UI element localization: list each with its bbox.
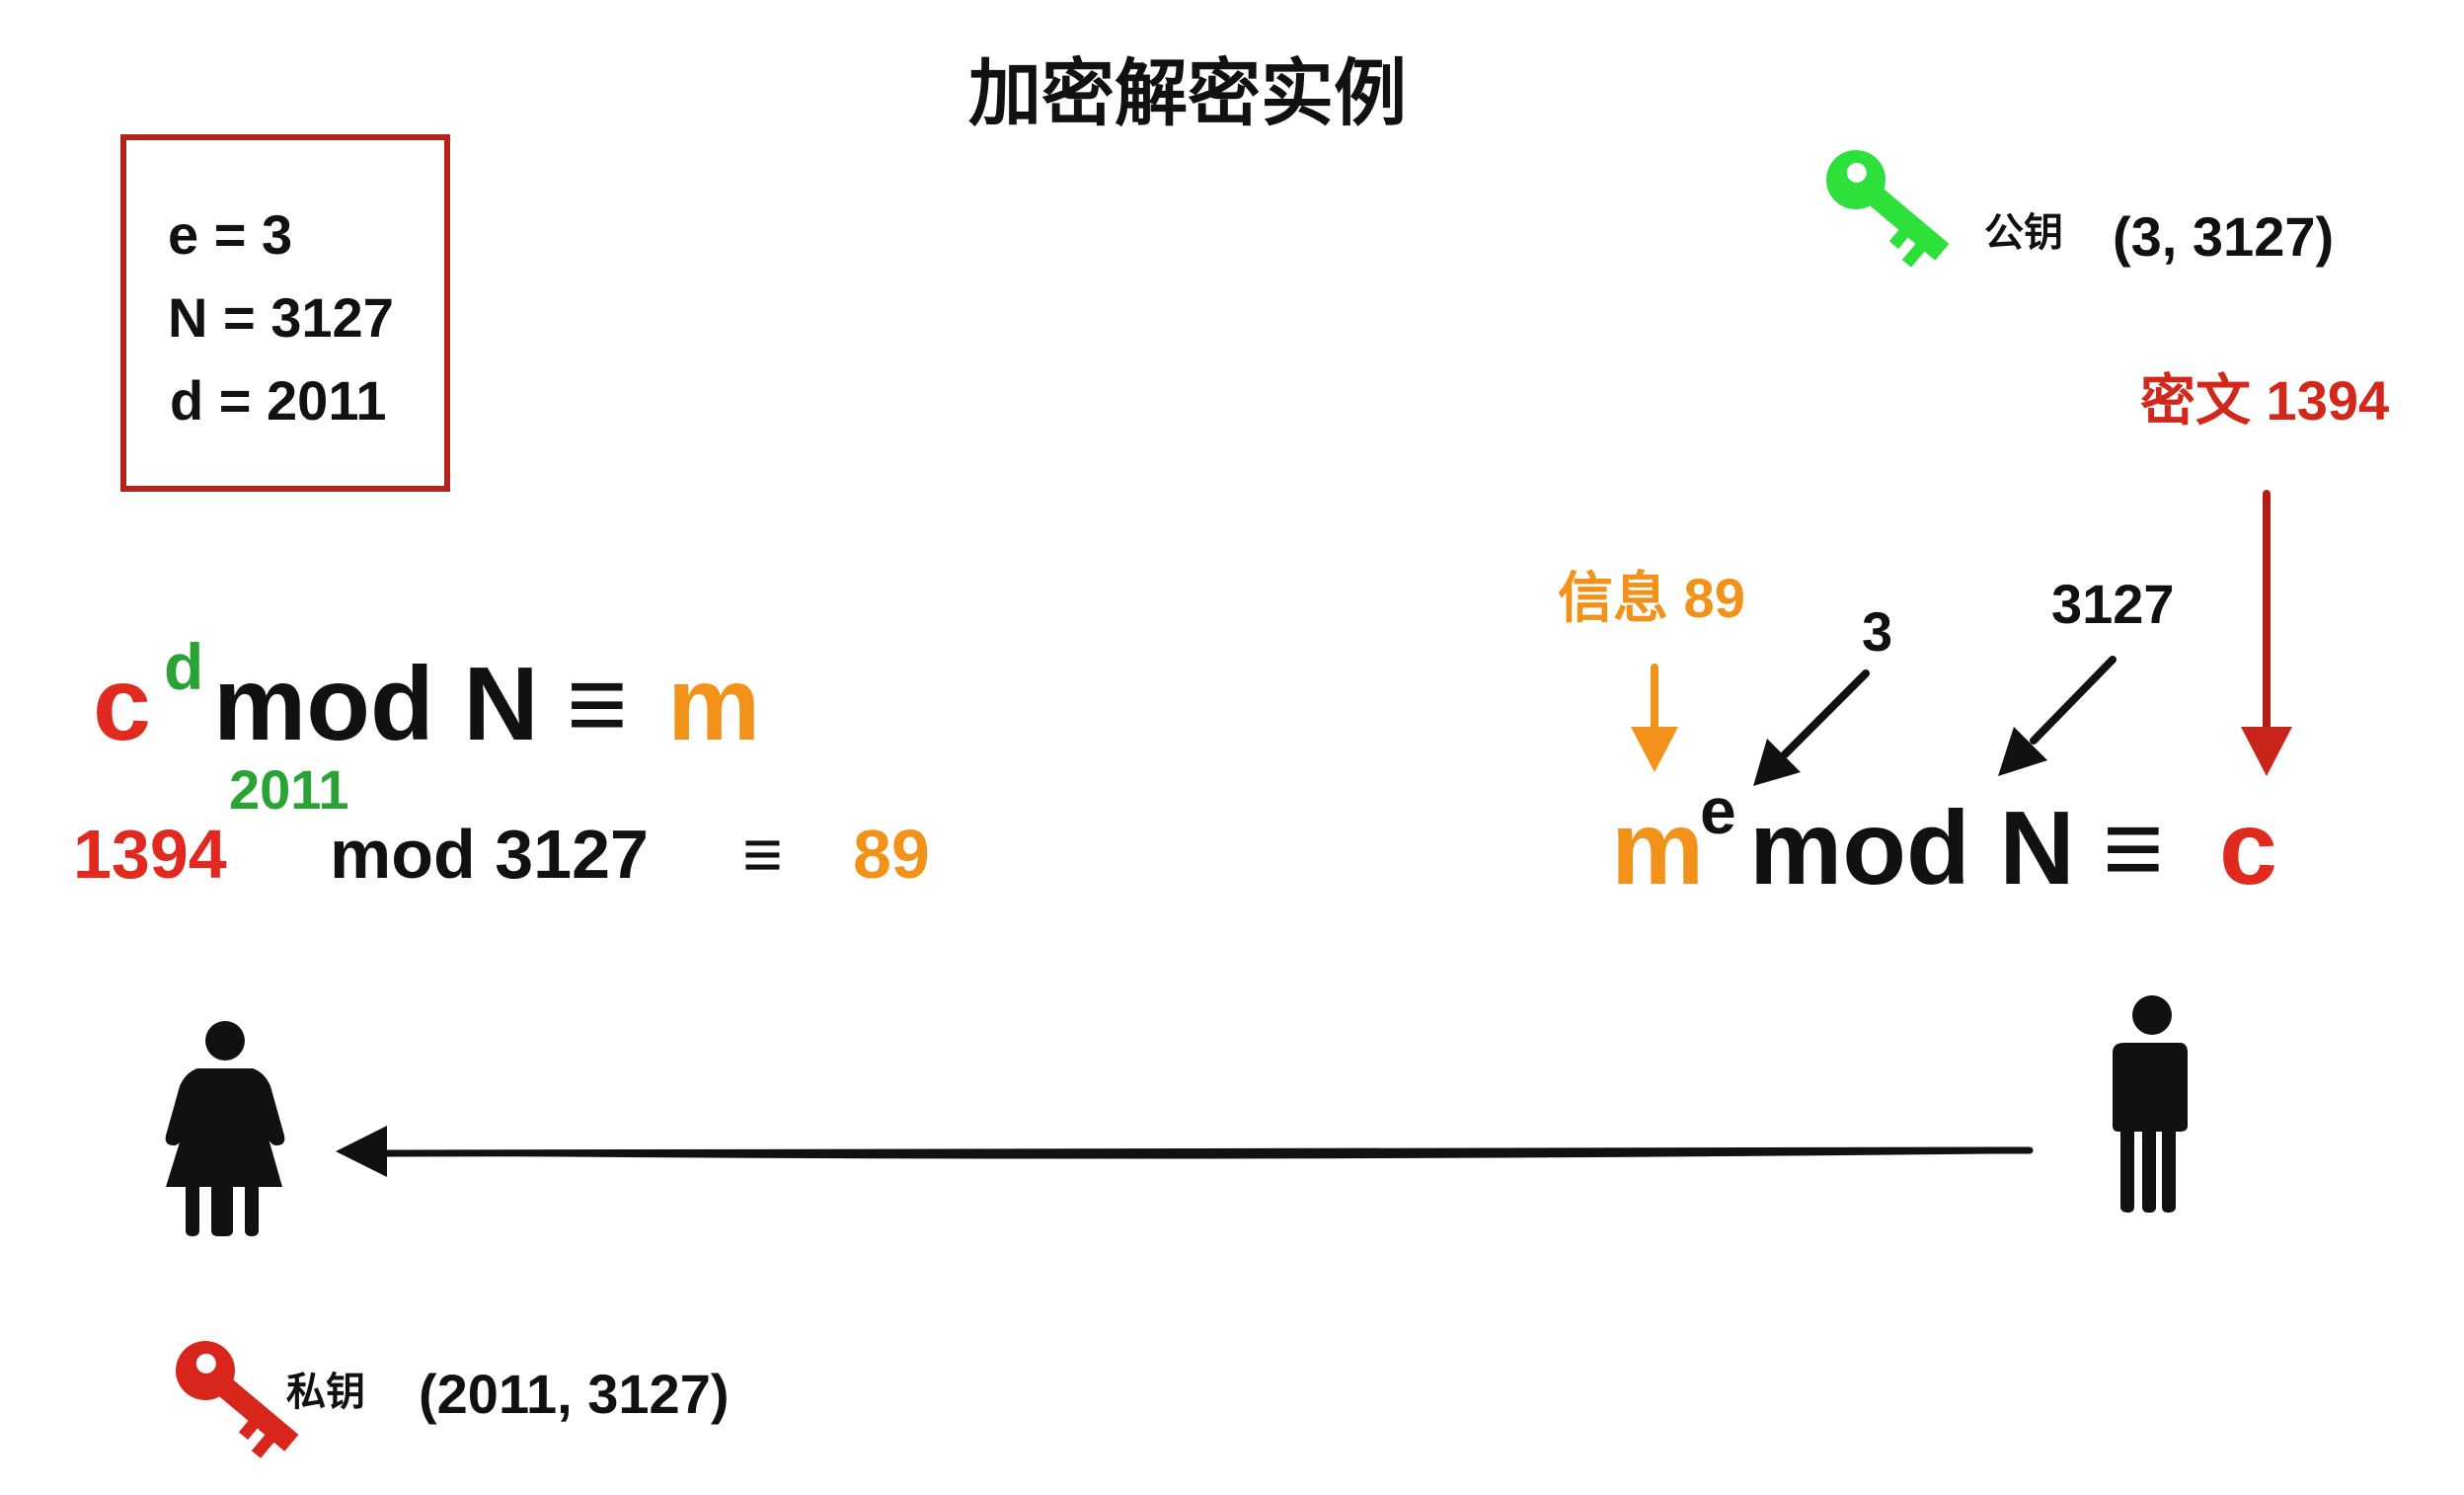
encrypt-formula-mod: mod N [1749,790,2075,906]
decrypt-formula-exponent: d [164,630,204,703]
public-key-icon [1826,150,1950,268]
decrypt-example-result: 89 [853,816,930,893]
param-d: d = 2011 [170,369,387,432]
decrypt-formula-result: m [667,646,761,762]
encrypt-formula-base: m [1611,790,1705,906]
public-key-value: (3, 3127) [2113,205,2335,268]
encrypt-formula-equiv: ≡ [2103,790,2164,906]
woman-figure-icon [165,1021,285,1236]
man-figure-icon [2113,995,2188,1213]
transmission-arrow [336,1126,2034,1177]
private-key-label: 私钥 [286,1371,365,1414]
decrypt-formula-base: c [93,646,151,762]
param-n: N = 3127 [168,286,394,349]
decrypt-formula-equiv: ≡ [567,646,628,762]
private-key-icon [176,1341,299,1458]
private-key-value: (2011, 3127) [419,1363,730,1425]
ciphertext-arrow [2241,490,2292,776]
message-arrow [1631,664,1678,772]
exponent-pointer-label: 3 [1862,600,1893,663]
encrypt-formula-result: c [2219,790,2277,906]
encrypt-formula-exponent: e [1700,774,1736,847]
public-key-label: 公钥 [1984,211,2063,255]
modulus-pointer-label: 3127 [2051,573,2175,635]
decrypt-example-base: 1394 [73,816,227,893]
page-title: 加密解密实例 [968,52,1407,134]
ciphertext-label: 密文 1394 [2140,369,2390,432]
decrypt-example-mod: mod 3127 [330,816,649,893]
decrypt-example-exponent: 2011 [229,758,349,821]
exponent-pointer-arrow [1753,669,1870,786]
param-e: e = 3 [168,203,293,266]
message-label: 信息 89 [1558,567,1745,629]
parameter-box [120,134,450,492]
decrypt-formula-mod: mod N [213,646,539,762]
decrypt-example-equiv: ≡ [742,816,783,893]
modulus-pointer-arrow [1998,656,2117,776]
